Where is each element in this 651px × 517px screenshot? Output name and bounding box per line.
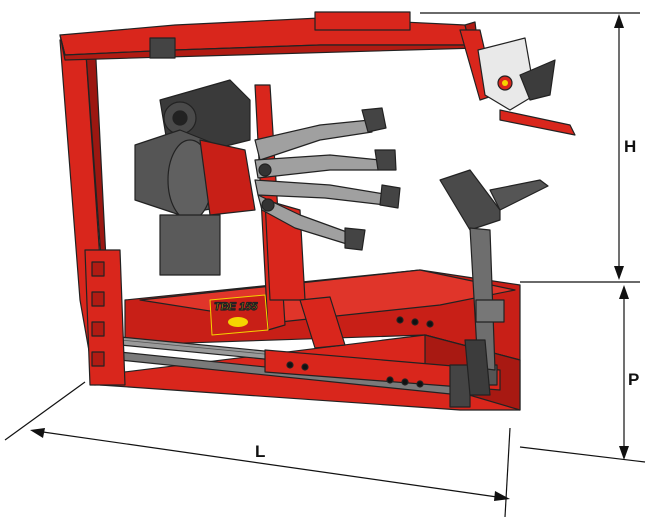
front-carriage bbox=[264, 349, 501, 408]
dimension-lines bbox=[4, 12, 646, 517]
top-arm bbox=[59, 11, 496, 101]
chuck-jaws bbox=[254, 107, 401, 251]
trolley-rail bbox=[299, 296, 434, 349]
control-box bbox=[477, 37, 576, 136]
model-badge-text: TBE 155 bbox=[214, 301, 258, 313]
dimension-label-p: P bbox=[628, 370, 639, 389]
tool-arm bbox=[439, 169, 549, 396]
machine: TBE 155 bbox=[59, 11, 576, 411]
gearbox-motor bbox=[134, 79, 256, 276]
left-bracket bbox=[84, 249, 126, 386]
dimension-label-l: L bbox=[255, 442, 265, 461]
dimension-l: L bbox=[30, 428, 510, 501]
dimension-p: P bbox=[619, 285, 639, 460]
dimension-h: H bbox=[614, 14, 636, 280]
model-badge: TBE 155 bbox=[209, 294, 269, 336]
dimension-label-h: H bbox=[624, 137, 636, 156]
